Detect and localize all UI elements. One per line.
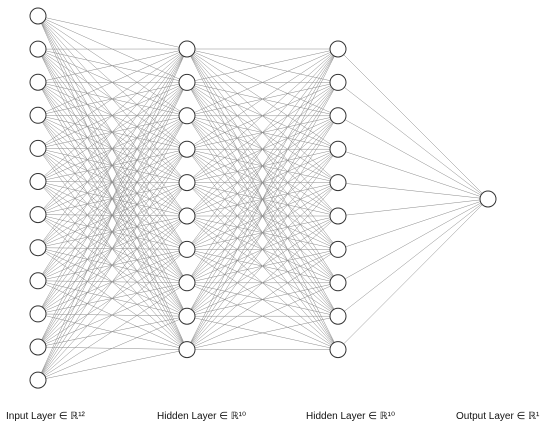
connection-hidden-1-4-to-hidden-2-0 [186,48,339,183]
connection-hidden-2-8-to-output-0 [337,198,489,317]
connection-hidden-1-9-to-hidden-2-0 [186,48,339,350]
connection-hidden-1-9-to-hidden-2-6 [186,249,339,350]
connection-input-11-to-hidden-1-5 [37,215,188,381]
connection-input-3-to-hidden-1-0 [37,48,188,116]
input-neuron-6 [29,206,47,224]
connection-hidden-2-6-to-output-0 [337,198,489,250]
connection-hidden-1-9-to-hidden-2-8 [186,315,339,350]
hidden-1-neuron-6 [178,240,196,258]
connection-hidden-1-9-to-hidden-2-4 [186,182,339,350]
hidden-1-neuron-9 [178,341,196,359]
hidden-2-neuron-7 [329,274,347,292]
input-neuron-2 [29,73,47,91]
connection-hidden-2-7-to-output-0 [337,198,489,284]
connection-hidden-1-1-to-hidden-2-0 [186,48,339,83]
connection-input-9-to-hidden-1-0 [37,48,188,315]
hidden-2-neuron-3 [329,140,347,158]
connection-input-2-to-hidden-1-0 [37,48,188,83]
hidden-1-neuron-8 [178,307,196,325]
connection-input-11-to-hidden-1-9 [37,349,188,381]
input-neuron-5 [29,173,47,190]
connection-hidden-1-9-to-hidden-2-5 [186,215,339,350]
hidden-2-neuron-6 [329,240,347,258]
connection-hidden-2-5-to-output-0 [337,198,489,217]
neurons [29,7,497,389]
output-layer-label: Output Layer ∈ ℝ¹ [456,411,540,422]
connection-hidden-1-9-to-hidden-2-2 [186,115,339,350]
connection-input-11-to-hidden-1-0 [37,48,188,381]
connection-hidden-2-1-to-output-0 [337,82,489,200]
connection-input-6-to-hidden-1-0 [37,48,188,215]
input-layer-label: Input Layer ∈ ℝ¹² [6,411,86,422]
connection-input-11-to-hidden-1-2 [37,115,188,381]
hidden-2-neuron-1 [329,73,347,91]
input-neuron-0 [29,7,47,25]
layer-labels: Input Layer ∈ ℝ¹² Hidden Layer ∈ ℝ¹⁰ Hid… [6,411,540,422]
input-neuron-9 [29,305,47,323]
connection-input-11-to-hidden-1-4 [37,182,188,381]
connection-hidden-1-9-to-hidden-2-1 [186,82,339,350]
connection-input-7-to-hidden-1-0 [37,48,188,248]
connection-hidden-2-4-to-output-0 [337,182,489,200]
input-neuron-3 [29,106,47,124]
connection-hidden-1-2-to-hidden-2-0 [186,48,339,117]
connection-input-11-to-hidden-1-7 [37,282,188,381]
connection-hidden-1-9-to-hidden-2-3 [186,149,339,350]
hidden-1-neuron-2 [178,107,196,125]
input-neuron-11 [29,371,47,389]
connection-hidden-2-3-to-output-0 [337,148,489,200]
connection-hidden-1-8-to-hidden-2-0 [186,48,339,317]
input-neuron-1 [29,40,47,58]
connections [37,15,489,381]
connection-hidden-2-9-to-output-0 [337,198,489,350]
connection-input-0-to-hidden-1-0 [37,15,188,50]
connection-input-11-to-hidden-1-6 [37,249,188,381]
connection-hidden-1-9-to-hidden-2-7 [186,282,339,350]
connection-input-5-to-hidden-1-0 [37,48,188,182]
hidden-2-neuron-9 [329,341,347,359]
connection-hidden-2-0-to-output-0 [337,48,489,200]
hidden-2-neuron-2 [329,107,347,125]
input-neuron-8 [29,272,47,290]
connection-input-11-to-hidden-1-8 [37,315,188,381]
input-neuron-10 [29,338,47,356]
connection-hidden-1-3-to-hidden-2-0 [186,48,339,150]
hidden-layer-2-label: Hidden Layer ∈ ℝ¹⁰ [306,411,395,422]
input-neuron-7 [29,239,47,257]
hidden-1-neuron-5 [178,207,196,225]
connection-hidden-2-2-to-output-0 [337,115,489,200]
connection-input-4-to-hidden-1-0 [37,48,188,149]
connection-hidden-1-6-to-hidden-2-0 [186,48,339,250]
connection-hidden-1-7-to-hidden-2-0 [186,48,339,283]
hidden-1-neuron-7 [178,274,196,292]
hidden-1-neuron-3 [178,140,196,158]
hidden-layer-1-label: Hidden Layer ∈ ℝ¹⁰ [157,411,246,422]
connection-input-11-to-hidden-1-1 [37,82,188,381]
input-neuron-4 [29,139,47,157]
hidden-2-neuron-8 [329,307,347,325]
connection-input-10-to-hidden-1-0 [37,48,188,348]
connection-input-8-to-hidden-1-0 [37,48,188,281]
hidden-1-neuron-0 [178,40,196,58]
output-neuron-0 [479,190,497,208]
hidden-2-neuron-5 [329,207,347,225]
connection-input-11-to-hidden-1-3 [37,149,188,381]
hidden-1-neuron-4 [178,174,196,192]
hidden-2-neuron-4 [329,174,347,192]
hidden-1-neuron-1 [178,73,196,91]
connection-hidden-1-5-to-hidden-2-0 [186,48,339,217]
hidden-2-neuron-0 [329,40,347,58]
